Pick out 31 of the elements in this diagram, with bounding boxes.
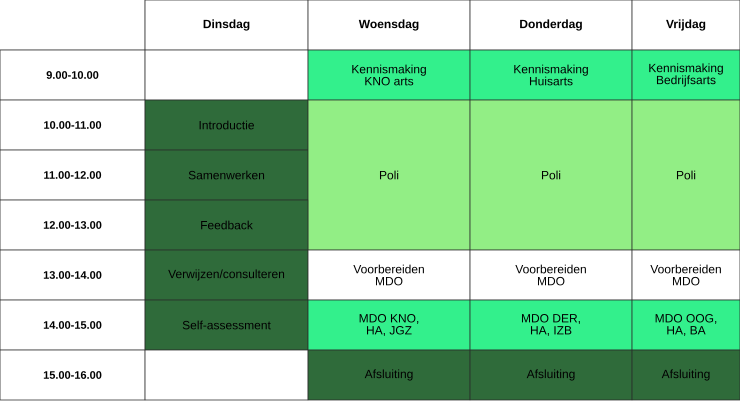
schedule-cell: Voorbereiden MDO: [308, 250, 470, 300]
schedule-cell: Poli: [308, 100, 470, 250]
column-header: Dinsdag: [144, 0, 308, 50]
schedule-cell: MDO KNO, HA, JGZ: [308, 300, 470, 350]
time-slot-cell: 15.00-16.00: [0, 350, 146, 400]
schedule-cell: MDO DER, HA, IZB: [470, 300, 632, 350]
schedule-cell: MDO OOG, HA, BA: [632, 300, 740, 350]
schedule-cell: Afsluiting: [470, 350, 632, 400]
schedule-cell: Kennismaking Huisarts: [470, 50, 632, 100]
time-slot-cell: 10.00-11.00: [0, 100, 146, 150]
column-header: Woensdag: [308, 0, 470, 50]
schedule-cell: Verwijzen/consulteren: [144, 250, 308, 300]
schedule-cell: Feedback: [144, 200, 308, 250]
schedule-cell: Voorbereiden MDO: [632, 250, 740, 300]
schedule-cell: Kennismaking KNO arts: [308, 50, 470, 100]
schedule-cell: Introductie: [144, 100, 308, 150]
time-slot-cell: 13.00-14.00: [0, 250, 146, 300]
schedule-cell: Voorbereiden MDO: [470, 250, 632, 300]
time-slot-cell: 12.00-13.00: [0, 200, 146, 250]
time-slot-cell: 9.00-10.00: [0, 50, 146, 100]
schedule-cell: Afsluiting: [632, 350, 740, 400]
schedule-cell: Samenwerken: [144, 150, 308, 200]
column-header: Donderdag: [470, 0, 632, 50]
schedule-cell: Poli: [632, 100, 740, 250]
schedule-cell: Self-assessment: [144, 300, 308, 350]
time-slot-cell: 11.00-12.00: [0, 150, 146, 200]
column-header: Vrijdag: [632, 0, 740, 50]
schedule-cell: Afsluiting: [308, 350, 470, 400]
schedule-cell: Poli: [470, 100, 632, 250]
time-slot-cell: 14.00-15.00: [0, 300, 146, 350]
schedule-cell: Kennismaking Bedrijfsarts: [632, 50, 740, 100]
